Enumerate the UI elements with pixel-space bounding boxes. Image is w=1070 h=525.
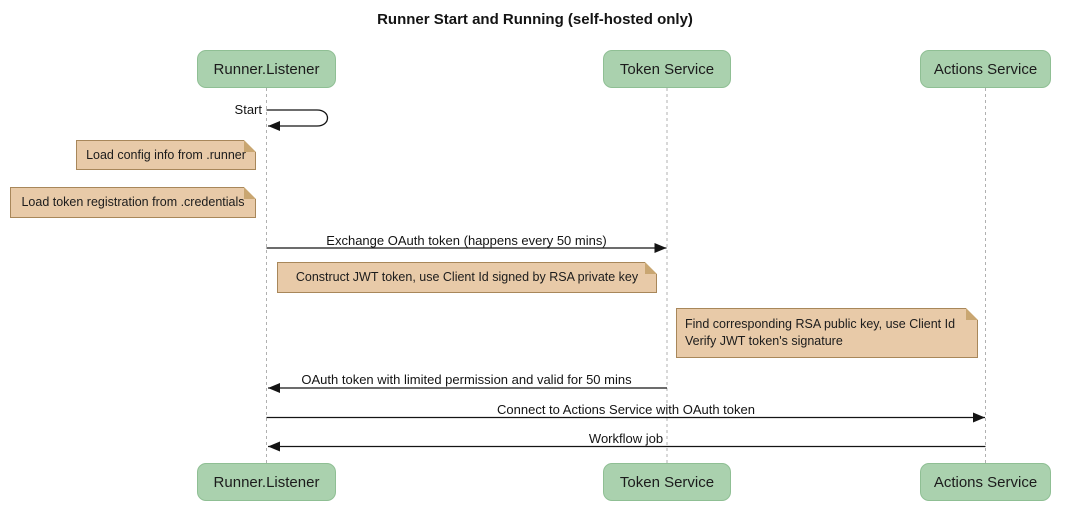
- note-text-line-2: Verify JWT token's signature: [685, 334, 843, 348]
- note-fold-icon: [244, 140, 256, 152]
- participant-runner-listener-top: Runner.Listener: [197, 50, 336, 88]
- note-construct-jwt: Construct JWT token, use Client Id signe…: [277, 262, 657, 293]
- note-text: Construct JWT token, use Client Id signe…: [295, 270, 639, 284]
- note-text: Load token registration from .credential…: [21, 195, 245, 209]
- diagram-title: Runner Start and Running (self-hosted on…: [377, 11, 693, 28]
- message-label-workflow-job: Workflow job: [588, 431, 664, 446]
- note-load-token-registration: Load token registration from .credential…: [10, 187, 256, 218]
- message-line-start-self: [266, 109, 329, 131]
- note-text-line-1: Find corresponding RSA public key, use C…: [685, 317, 956, 331]
- note-fold-icon: [244, 187, 256, 199]
- message-label-connect-actions: Connect to Actions Service with OAuth to…: [497, 402, 755, 417]
- message-label-oauth-return: OAuth token with limited permission and …: [301, 372, 632, 387]
- note-load-config: Load config info from .runner: [76, 140, 256, 170]
- participant-runner-listener-bottom: Runner.Listener: [197, 463, 336, 501]
- note-text: Load config info from .runner: [86, 147, 246, 162]
- participant-token-service-bottom: Token Service: [603, 463, 731, 501]
- participant-token-service-top: Token Service: [603, 50, 731, 88]
- participant-actions-service-bottom: Actions Service: [920, 463, 1051, 501]
- note-fold-icon: [966, 308, 978, 320]
- note-fold-icon: [645, 262, 657, 274]
- participant-actions-service-top: Actions Service: [920, 50, 1051, 88]
- note-find-rsa-verify-jwt: Find corresponding RSA public key, use C…: [676, 308, 978, 358]
- message-label-start: Start: [234, 102, 262, 117]
- message-label-exchange-oauth: Exchange OAuth token (happens every 50 m…: [326, 233, 607, 248]
